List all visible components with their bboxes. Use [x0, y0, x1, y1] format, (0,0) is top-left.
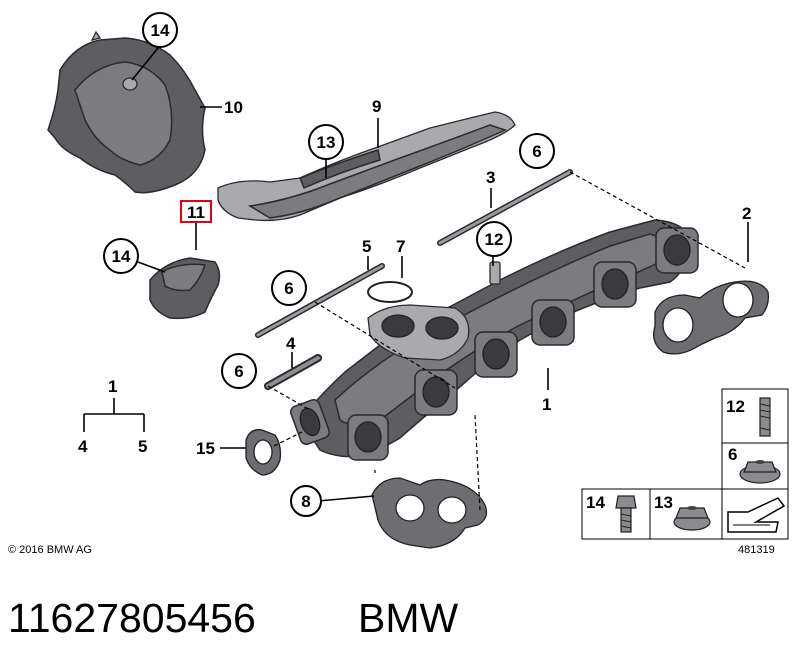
bolt-part-3: [437, 169, 573, 246]
legend-label-13: 13: [654, 493, 673, 512]
flange-nut-icon: [739, 460, 781, 484]
callout-14-top[interactable]: 14: [142, 12, 178, 48]
callout-5[interactable]: 5: [362, 237, 371, 256]
callout-label: 6: [532, 142, 541, 161]
callout-label: 6: [284, 279, 293, 298]
brand-name: BMW: [358, 595, 459, 641]
heat-shield-part-9: [217, 111, 516, 222]
callout-label: 14: [151, 21, 170, 40]
part-number: 11627805456: [8, 595, 256, 641]
callout-label: 6: [234, 362, 243, 381]
callout-7[interactable]: 7: [396, 237, 405, 256]
hex-nut-icon: [673, 506, 711, 531]
callout-12[interactable]: 12: [476, 221, 512, 257]
legend-label-12: 12: [726, 397, 745, 416]
callout-9[interactable]: 9: [372, 97, 381, 116]
tree-left-label: 4: [78, 437, 88, 456]
diagram-number: 481319: [738, 544, 775, 556]
legend-label-6: 6: [728, 445, 737, 464]
callout-label: 12: [485, 230, 504, 249]
callout-3[interactable]: 3: [486, 168, 495, 187]
callout-label: 13: [317, 133, 336, 152]
heat-shield-part-14: [149, 257, 221, 320]
callout-15[interactable]: 15: [196, 439, 215, 458]
callout-10[interactable]: 10: [224, 98, 243, 117]
callout-label: 14: [112, 247, 131, 266]
callout-6-middle[interactable]: 6: [271, 270, 307, 306]
callout-1[interactable]: 1: [542, 395, 551, 414]
callout-4[interactable]: 4: [286, 334, 296, 353]
exhaust-manifold-part-1: [290, 219, 699, 461]
callout-8[interactable]: 8: [290, 485, 322, 517]
bolt-icon: [615, 495, 637, 533]
callout-2[interactable]: 2: [742, 204, 751, 223]
callout-13[interactable]: 13: [308, 124, 344, 160]
copyright-text: © 2016 BMW AG: [8, 544, 92, 556]
callout-14-middle[interactable]: 14: [103, 238, 139, 274]
callout-6-lower[interactable]: 6: [221, 353, 257, 389]
legend-label-14: 14: [586, 493, 605, 512]
assembly-tree: 1 4 5: [78, 377, 147, 456]
bolt-part-5: [255, 263, 385, 338]
callout-11-highlighted[interactable]: 11: [180, 200, 212, 223]
stud-icon: [759, 397, 771, 437]
gasket-part-2: [652, 280, 770, 355]
gasket-part-15: [245, 429, 282, 476]
callout-6-right[interactable]: 6: [519, 133, 555, 169]
tree-right-label: 5: [138, 437, 147, 456]
tree-top-label: 1: [108, 377, 117, 396]
stud-part-4: [264, 354, 322, 390]
heat-shield-part-10: [47, 30, 206, 194]
legend-panel: 12 6 14 13: [581, 388, 789, 540]
callout-label: 11: [187, 203, 205, 222]
o-ring-part-7: [367, 281, 413, 303]
arrow-icon: [727, 497, 786, 533]
gasket-part-8: [371, 477, 488, 549]
callout-label: 8: [301, 492, 310, 511]
